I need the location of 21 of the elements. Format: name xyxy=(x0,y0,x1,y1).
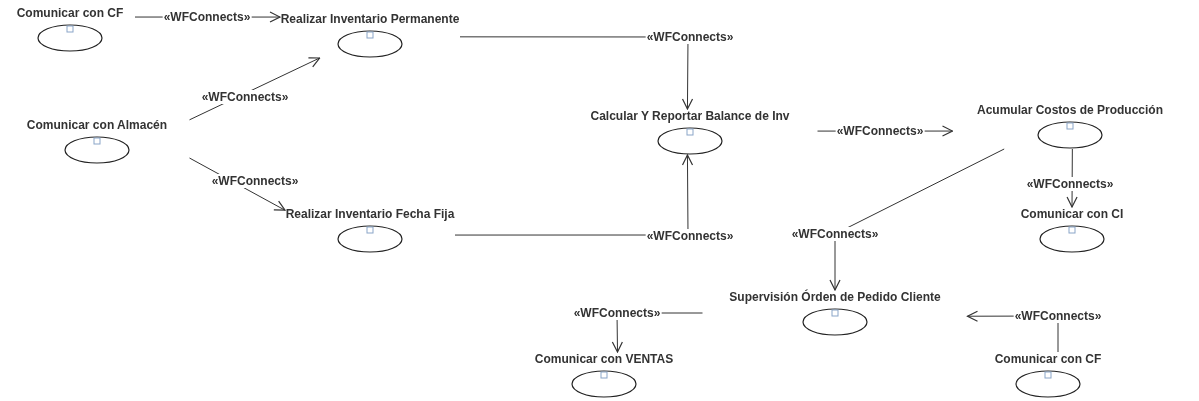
edge-label: «WFConnects» xyxy=(210,174,300,188)
edge-label: «WFConnects» xyxy=(790,227,880,241)
edge-label: «WFConnects» xyxy=(572,306,662,320)
use-case-name: Realizar Inventario Permanente xyxy=(280,12,460,27)
use-case-name: Comunicar con CI xyxy=(1019,207,1125,222)
use-case-name: Calcular Y Reportar Balance de Inv xyxy=(589,109,791,124)
edge-label: «WFConnects» xyxy=(200,90,290,104)
edge-label: «WFConnects» xyxy=(835,124,925,138)
use-case-name: Supervisión Órden de Pedido Cliente xyxy=(728,290,942,305)
arrow xyxy=(829,148,1005,291)
use-case-name: Comunicar con Almacén xyxy=(25,118,169,133)
use-case-name: Comunicar con CF xyxy=(993,352,1103,367)
edge-label: «WFConnects» xyxy=(645,30,735,44)
edge-label: «WFConnects» xyxy=(162,10,252,24)
use-case-name: Acumular Costos de Producción xyxy=(976,103,1164,118)
use-case-name: Realizar Inventario Fecha Fija xyxy=(285,207,455,222)
use-case-name: Comunicar con CF xyxy=(15,6,125,21)
use-case-name: Comunicar con VENTAS xyxy=(533,352,675,367)
edge-label: «WFConnects» xyxy=(1025,177,1115,191)
edge-label: «WFConnects» xyxy=(645,229,735,243)
edge-label: «WFConnects» xyxy=(1013,309,1103,323)
